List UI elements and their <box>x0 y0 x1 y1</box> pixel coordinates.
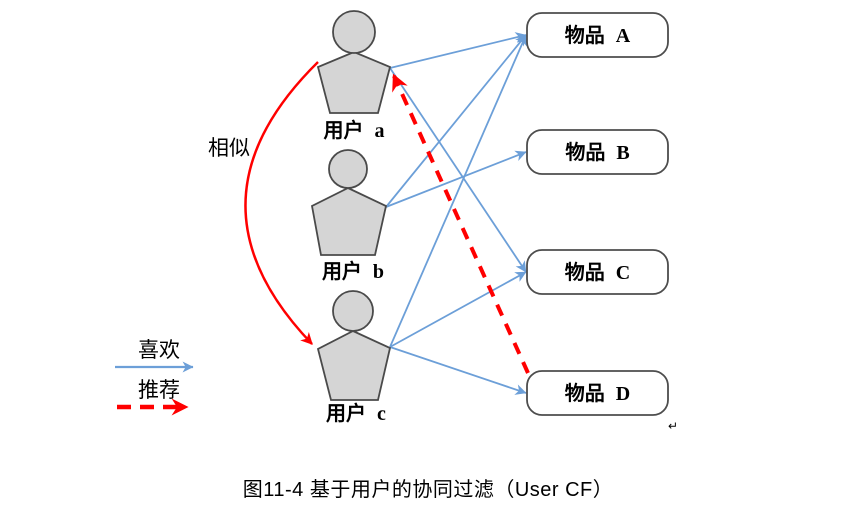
item-box <box>526 129 669 175</box>
item-box <box>526 370 669 416</box>
user-label: 用户 a <box>324 118 385 142</box>
item-box <box>526 249 669 295</box>
item-node-D: 物品 D <box>526 370 669 416</box>
user-body <box>316 329 392 401</box>
item-label: 物品 C <box>565 260 630 284</box>
like-edge-c-D <box>389 346 527 395</box>
figure-caption: 图11-4 基于用户的协同过滤（User CF） <box>242 479 614 501</box>
like-edge-a-C <box>389 67 527 273</box>
user-label: 用户 b <box>322 259 384 283</box>
user-head <box>328 149 368 189</box>
item-label: 物品 A <box>565 23 631 47</box>
legend-recommend-label: 推荐 <box>138 378 180 402</box>
like-edges-layer <box>385 32 527 395</box>
user-body <box>316 51 392 114</box>
user-node-c: 用户 c <box>316 290 392 425</box>
item-node-C: 物品 C <box>526 249 669 295</box>
user-head <box>332 10 376 54</box>
user-node-a: 用户 a <box>316 10 392 142</box>
recommend-edges-layer <box>392 73 530 374</box>
legend: 喜欢 推荐 <box>115 338 194 416</box>
item-label: 物品 D <box>565 381 630 405</box>
legend-like-label: 喜欢 <box>138 338 180 362</box>
user-label: 用户 c <box>326 401 386 425</box>
user-nodes-layer: 用户 a 用户 b 用户 c <box>310 10 392 425</box>
user-node-b: 用户 b <box>310 149 388 283</box>
like-edge-b-A <box>385 34 527 208</box>
like-edge-a-A <box>389 32 527 69</box>
item-nodes-layer: 物品 A 物品 B 物品 C 物品 D <box>526 12 669 416</box>
item-node-B: 物品 B <box>526 129 669 175</box>
paragraph-mark: ↵ <box>668 419 678 433</box>
item-box <box>526 12 669 58</box>
user-body <box>310 186 388 256</box>
like-edge-b-B <box>385 150 527 208</box>
like-edge-c-C <box>389 271 527 348</box>
item-label: 物品 B <box>565 140 629 164</box>
similar-label: 相似 <box>208 136 250 160</box>
recommend-edge-D-a <box>392 73 530 374</box>
user-head <box>332 290 374 332</box>
like-edge-c-A <box>389 34 527 348</box>
similar-arc-a-c <box>244 61 319 345</box>
similarity-layer <box>244 61 319 345</box>
item-node-A: 物品 A <box>526 12 669 58</box>
